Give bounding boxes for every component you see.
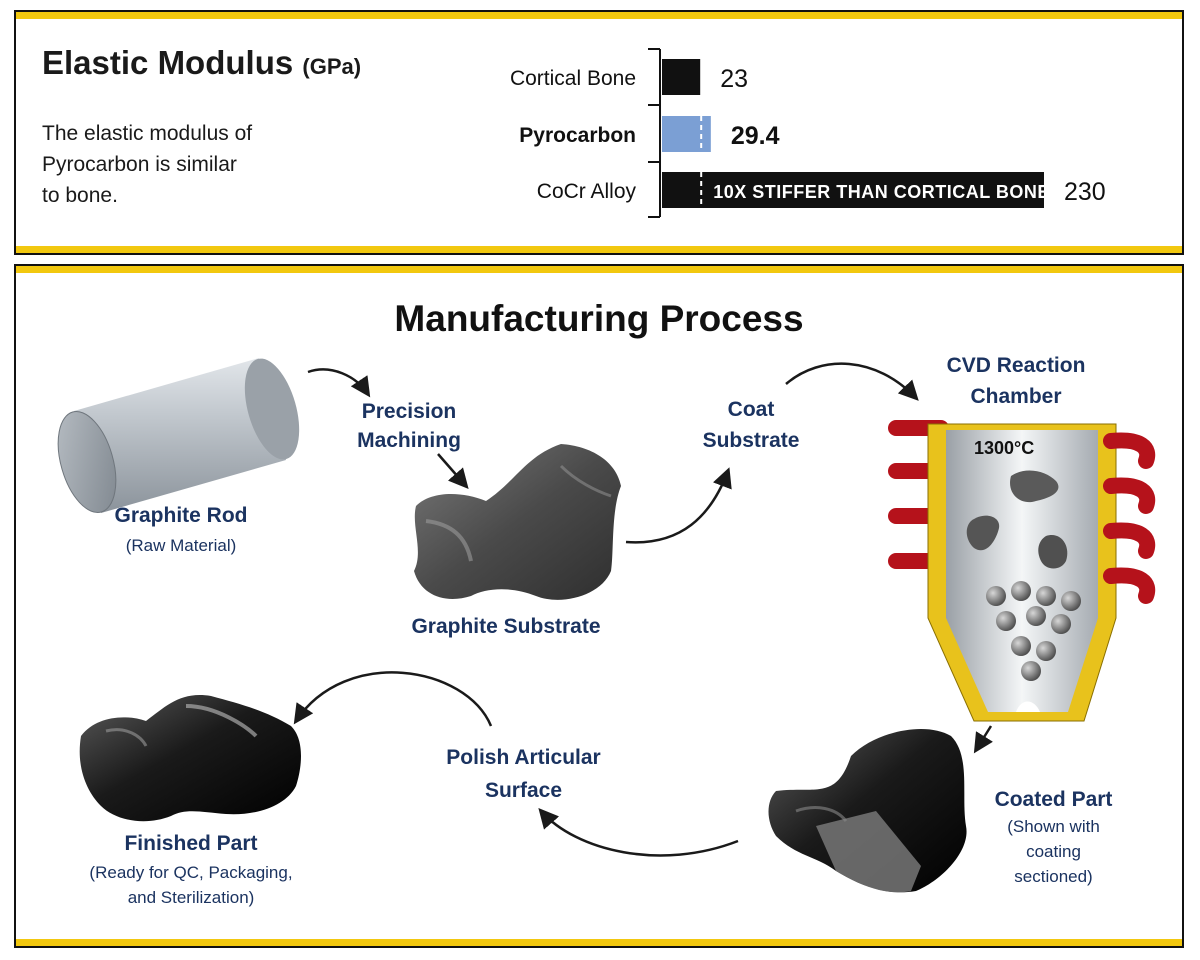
manufacturing-panel: Manufacturing Process Graphite Rod (Raw … [14, 264, 1184, 948]
bar-annotation: 10X STIFFER THAN CORTICAL BONE [713, 182, 1050, 202]
graphite-rod-label: Graphite Rod (Raw Material) [66, 504, 296, 556]
process-arrows [293, 362, 993, 857]
polish-line: Surface [484, 779, 563, 802]
elastic-modulus-panel: Elastic Modulus (GPa) The elastic modulu… [14, 10, 1184, 255]
precision-machining-label: Precision Machining [334, 397, 484, 455]
bar [662, 172, 1044, 208]
value-label: 29.4 [731, 122, 780, 150]
process-diagram [57, 358, 1156, 893]
category-label: Cortical Bone [510, 67, 636, 90]
description-line: to bone. [42, 184, 118, 207]
value-label: 230 [1064, 178, 1106, 206]
arrow-rod-to-machining [307, 368, 371, 398]
arrow-chamber-to-coated [973, 725, 993, 754]
temperature-label: 1300°C [974, 438, 1035, 458]
finished-part-title: Finished Part [124, 832, 258, 855]
finished-sub-line: and Sterilization) [127, 888, 255, 907]
elastic-title: Elastic Modulus (GPa) [42, 44, 361, 82]
polish-line: Polish Articular [446, 746, 601, 769]
coated-sub-line: coating [1026, 842, 1081, 861]
graphite-rod-title: Graphite Rod [114, 504, 248, 527]
value-label: 23 [720, 65, 748, 93]
arrow-coated-to-polish [538, 807, 739, 857]
graphite-substrate-label: Graphite Substrate [411, 615, 601, 638]
arrow-machining-to-substrate [437, 453, 469, 490]
coated-part-label: Coated Part (Shown with coating sectione… [971, 788, 1136, 889]
graphite-rod-image [57, 358, 300, 513]
yellow-stripe [16, 939, 1182, 946]
description-line: The elastic modulus of [42, 122, 253, 145]
category-label: Pyrocarbon [519, 124, 636, 147]
arrow-polish-to-finished [293, 671, 493, 727]
coated-sub-line: (Shown with [1007, 817, 1100, 836]
process-title: Manufacturing Process [394, 298, 804, 339]
yellow-stripe [16, 266, 1182, 273]
coated-part-image [768, 728, 967, 893]
chamber-line: CVD Reaction [946, 354, 1086, 377]
machining-line: Machining [357, 429, 461, 452]
graphite-substrate-image [414, 444, 621, 600]
elastic-description: The elastic modulus of Pyrocarbon is sim… [42, 118, 252, 211]
graphite-rod-sub: (Raw Material) [125, 536, 237, 555]
coat-line: Coat [727, 398, 775, 421]
coated-part-title: Coated Part [994, 788, 1113, 811]
elastic-unit: (GPa) [302, 54, 362, 79]
description-line: Pyrocarbon is similar [42, 153, 237, 176]
yellow-stripe [16, 12, 1182, 19]
arrow-substrate-to-coat [625, 467, 732, 544]
polish-label: Polish Articular Surface [416, 741, 631, 807]
arrow-coat-to-chamber [785, 362, 919, 401]
bar [662, 116, 711, 152]
bar [662, 59, 701, 95]
chamber-line: Chamber [970, 385, 1062, 408]
finished-part-label: Finished Part (Ready for QC, Packaging, … [46, 832, 336, 910]
yellow-stripe [16, 246, 1182, 253]
coat-line: Substrate [702, 429, 800, 452]
cvd-chamber-label: CVD Reaction Chamber [911, 350, 1121, 412]
finished-sub-line: (Ready for QC, Packaging, [89, 863, 293, 882]
coated-sub-line: sectioned) [1014, 867, 1093, 886]
cvd-chamber-image [888, 420, 1156, 722]
finished-part-image [79, 695, 302, 822]
category-label: CoCr Alloy [537, 180, 637, 203]
chart-axis [648, 48, 661, 218]
coat-substrate-label: Coat Substrate [676, 394, 826, 456]
machining-line: Precision [361, 400, 457, 423]
elastic-title-text: Elastic Modulus [42, 44, 294, 81]
